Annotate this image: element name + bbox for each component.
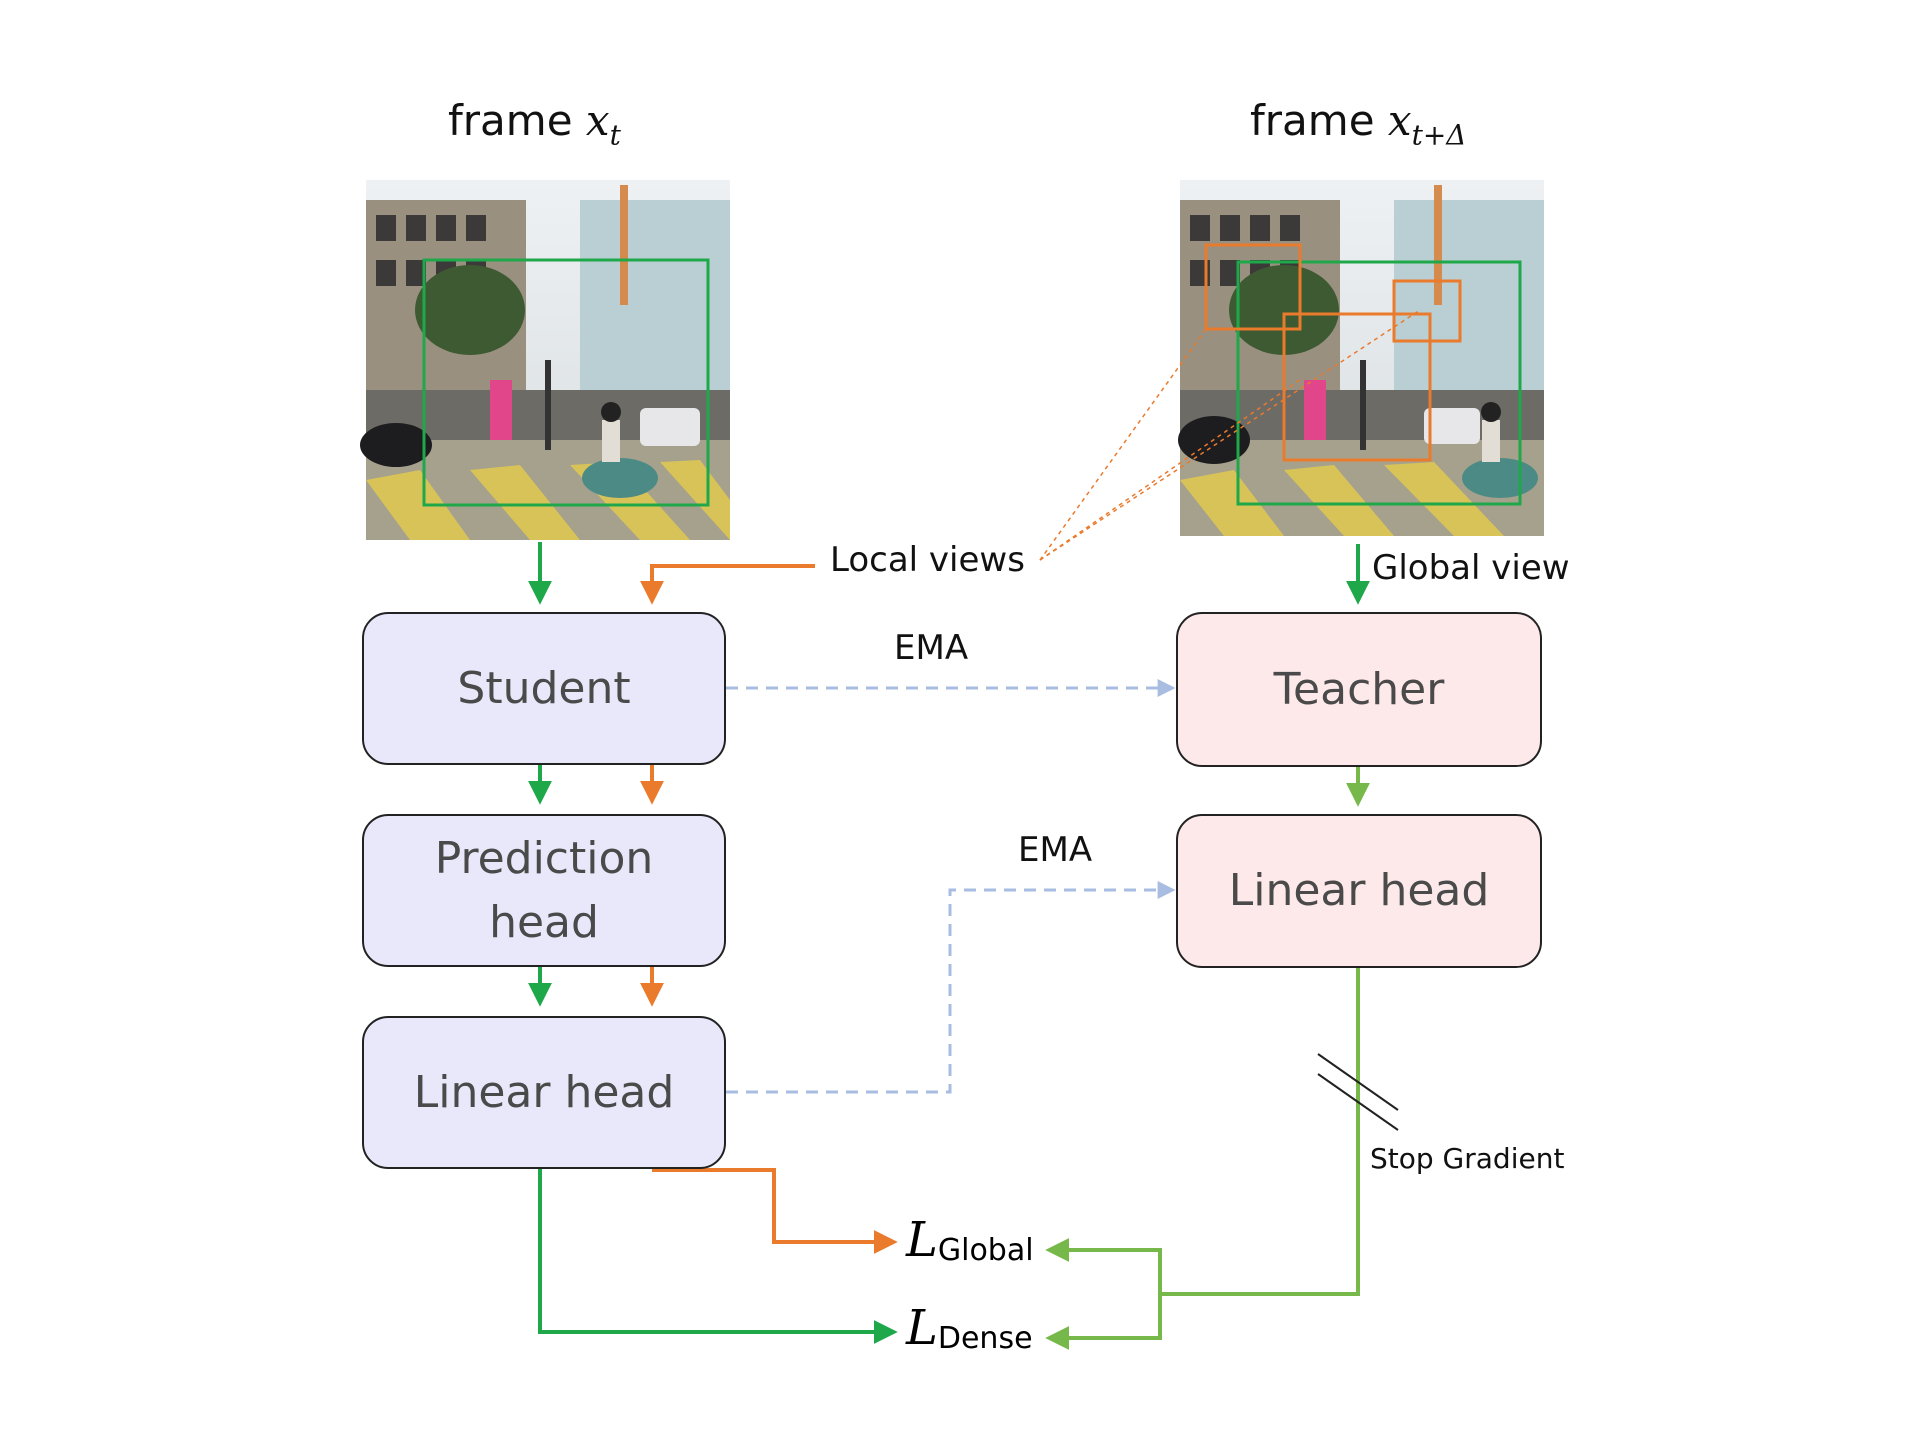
stop-gradient-mark-1 [1317, 1053, 1399, 1111]
frame-t-delta-photo [1178, 180, 1544, 536]
frame-t-delta-var: xt+Δ [1387, 96, 1467, 152]
prediction-head-label-1: Prediction [434, 832, 654, 884]
global-loss-subscript: Global [937, 1233, 1034, 1269]
ema-linear-to-linear [726, 881, 1176, 1094]
stop-gradient-label: Stop Gradient [1370, 1142, 1565, 1175]
frame-t-title: frame xt [448, 96, 621, 151]
global-loss: LGlobal [906, 1212, 1034, 1268]
teacher-label: Teacher [1273, 663, 1445, 715]
dense-loss-subscript: Dense [937, 1321, 1033, 1357]
local-crop-3 [1392, 279, 1462, 343]
student-linear-head-box: Linear head [362, 1016, 726, 1169]
global-loss-symbol: L [906, 1212, 938, 1268]
teacher-linear-head-label: Linear head [1228, 865, 1490, 917]
frame-t-var: xt [585, 96, 621, 152]
arrow-teacher-to-global-loss [1045, 1238, 1162, 1294]
prediction-head-label-2: head [489, 896, 599, 948]
student-linear-head-label: Linear head [413, 1066, 675, 1118]
ema-mid-label: EMA [1018, 830, 1093, 870]
stop-gradient-mark-2 [1317, 1073, 1399, 1131]
dense-loss-symbol: L [906, 1300, 938, 1356]
local-views-leaders [1039, 309, 1421, 561]
arrow-student-to-dense-loss [538, 1168, 898, 1344]
ema-top-label: EMA [894, 628, 969, 668]
local-views-label: Local views [830, 540, 1025, 580]
frame-t-delta-word: frame [1250, 96, 1375, 145]
frame-t-delta-global-crop [1236, 260, 1522, 506]
frame-t-global-crop [422, 258, 710, 507]
student-box: Student [362, 612, 726, 765]
teacher-output-line [1160, 968, 1360, 1296]
local-crop-1 [1204, 243, 1302, 331]
frame-t-delta-title: frame xt+Δ [1250, 96, 1467, 151]
student-label: Student [457, 662, 631, 714]
dense-loss: LDense [906, 1300, 1033, 1356]
local-crop-2 [1282, 312, 1432, 462]
arrow-local-views-to-student [640, 564, 815, 605]
arrow-student-to-global-loss [652, 1168, 898, 1254]
teacher-box: Teacher [1176, 612, 1542, 767]
global-view-label: Global view [1372, 548, 1570, 588]
frame-t-photo [360, 180, 730, 540]
frame-t-word: frame [448, 96, 573, 145]
arrow-teacher-to-dense-loss [1045, 1294, 1162, 1350]
teacher-linear-head-box: Linear head [1176, 814, 1542, 968]
prediction-head-box: Prediction head [362, 814, 726, 967]
